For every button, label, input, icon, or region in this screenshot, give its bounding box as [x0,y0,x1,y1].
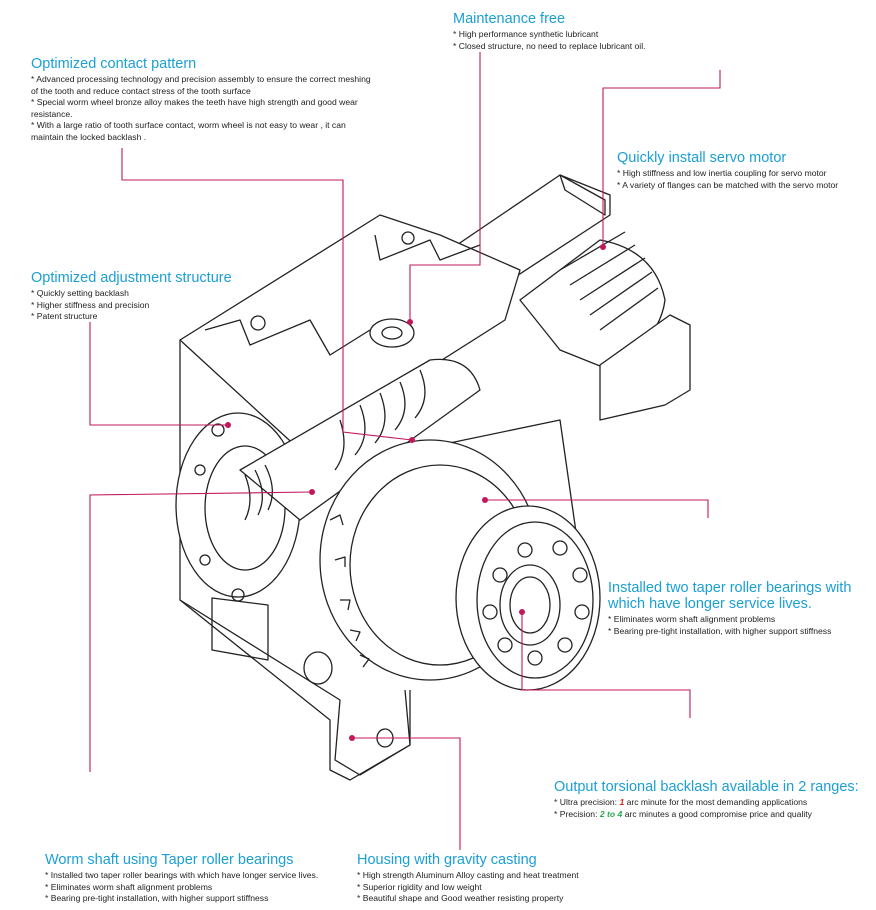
callout-item: * Patent structure [31,311,98,321]
callout-title: Quickly install servo motor [617,150,787,166]
callout-item: * Installed two taper roller bearings wi… [45,870,319,880]
motor-adapter-face [559,174,606,216]
output-flange-face [476,521,594,679]
callout-item: * Beautiful shape and Good weather resis… [357,893,564,903]
callout-item: * Superior rigidity and low weight [357,881,482,892]
callout-item-precision: * Precision: 2 to 4 arc minutes a good c… [554,809,869,821]
callout-backlash-ranges: Output torsional backlash available in 2… [554,779,869,820]
housing-inner-step [204,319,371,356]
callout-maintenance-free: Maintenance free * High performance synt… [453,11,783,52]
callout-item: * Advanced processing technology and pre… [31,74,371,96]
callout-item: * High stiffness and low inertia couplin… [617,168,827,178]
callout-title: Housing with gravity casting [357,852,537,868]
precision-value: 2 to 4 [599,808,623,819]
base-slot [211,597,269,661]
leader-bearings [485,499,709,518]
callout-item: * Higher stiffness and precision [31,299,150,310]
callout-title: Output torsional backlash available in 2… [554,779,859,795]
callout-item: * A variety of flanges can be matched wi… [617,179,839,190]
callout-item: * Quickly setting backlash [31,288,129,298]
callout-servo-motor: Quickly install servo motor * High stiff… [617,150,872,191]
callout-title: Installed two taper roller bearings with… [608,580,870,612]
motor-mount-plate [599,314,691,421]
ultra-prefix: * Ultra precision: [554,797,620,807]
ultra-value: 1 [619,797,625,807]
output-bore [499,564,561,646]
callout-contact-pattern: Optimized contact pattern * Advanced pro… [31,56,376,143]
callout-item: * High performance synthetic lubricant [453,29,599,39]
callout-item: * Eliminates worm shaft alignment proble… [45,881,213,892]
callout-item: * Closed structure, no need to replace l… [453,40,646,51]
callout-title: Optimized contact pattern [31,56,197,72]
adjust-screw [369,318,415,348]
callout-title: Worm shaft using Taper roller bearings [45,852,294,868]
callout-item: * Special worm wheel bronze alloy makes … [31,97,358,119]
precision-prefix: * Precision: [554,808,600,819]
callout-title: Optimized adjustment structure [31,270,232,286]
callout-title-line: Installed two taper roller bearings with [608,580,852,596]
leader-servo [602,70,721,247]
callout-item: * Bearing pre-tight installation, with h… [608,625,832,636]
callout-item: * With a large ratio of tooth surface co… [31,120,346,142]
leader-worm [89,491,313,772]
worm-shaft [239,358,481,521]
leader-contact [121,148,413,441]
callout-item: * High strength Aluminum Alloy casting a… [357,870,579,880]
callout-worm-shaft: Worm shaft using Taper roller bearings *… [45,852,345,905]
ultra-suffix: arc minute for the most demanding applic… [624,797,808,807]
leader-maintenance [409,52,481,320]
leader-adjust [89,322,228,426]
callout-item-ultra: * Ultra precision: 1 arc minute for the … [554,797,869,809]
callout-housing-casting: Housing with gravity casting * High stre… [357,852,617,905]
callout-item: * Bearing pre-tight installation, with h… [45,893,269,903]
callout-adjustment-structure: Optimized adjustment structure * Quickly… [31,270,271,323]
callout-taper-bearings: Installed two taper roller bearings with… [608,580,870,637]
leader-housing [352,737,461,850]
leader-backlash [521,612,691,718]
callout-title-line: which have longer service lives. [608,596,812,612]
callout-title: Maintenance free [453,11,566,27]
callout-item: * Eliminates worm shaft alignment proble… [608,614,776,624]
precision-suffix: arc minutes a good compromise price and … [622,808,812,819]
